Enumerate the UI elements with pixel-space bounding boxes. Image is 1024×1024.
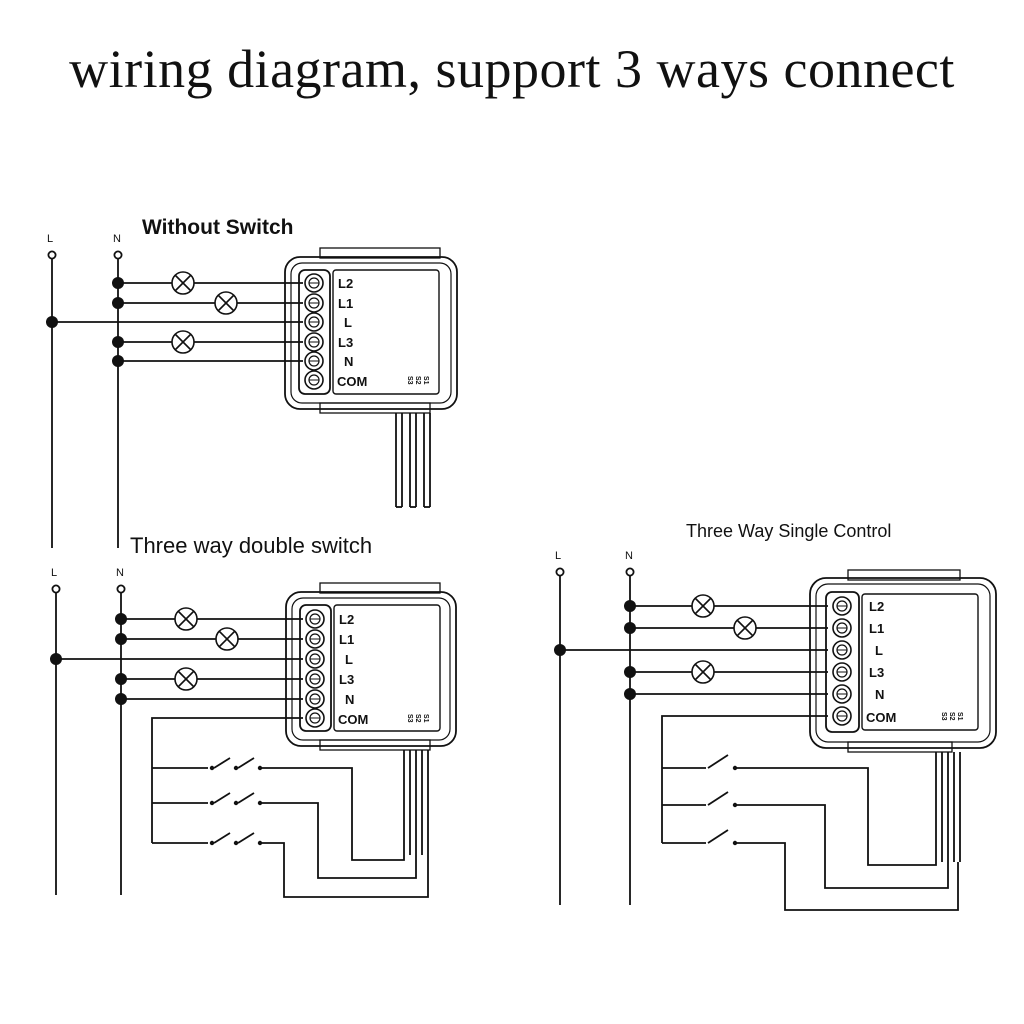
neutral-label: N <box>625 550 633 562</box>
switch-input-label: S1 <box>956 712 963 721</box>
lamp-icon <box>691 594 715 618</box>
terminal-label: L1 <box>339 632 354 647</box>
line-label: L <box>555 550 561 562</box>
switch-input-label: S2 <box>948 712 955 721</box>
terminal-label: L3 <box>339 672 354 687</box>
neutral-label: N <box>113 233 121 245</box>
switch-input-label: S1 <box>422 714 429 723</box>
line-terminal-open <box>51 584 61 594</box>
terminal-label: N <box>344 354 353 369</box>
terminal-label: N <box>345 692 354 707</box>
terminal-label: L2 <box>869 599 884 614</box>
junction-dot <box>115 693 127 705</box>
switch-icon <box>707 754 729 769</box>
diagram-without-switch <box>46 247 458 548</box>
diagram-three-way-double-switch-labels: Three way double switch L N L2 L1 L L3 N… <box>51 533 429 727</box>
junction-dot <box>112 336 124 348</box>
terminal-label: COM <box>866 710 896 725</box>
neutral-terminal-open <box>625 567 635 577</box>
lamp-icon <box>733 616 757 640</box>
lamp-icon <box>171 271 195 295</box>
terminal-label: L <box>875 643 883 658</box>
junction-dot <box>115 673 127 685</box>
lamp-icon <box>171 330 195 354</box>
terminal-label: L2 <box>339 612 354 627</box>
relay-module <box>809 569 997 862</box>
neutral-terminal-open <box>113 250 123 260</box>
switch-icon <box>707 829 729 844</box>
switch-input-label: S3 <box>406 376 413 385</box>
lamp-icon <box>174 607 198 631</box>
terminal-label: N <box>875 687 884 702</box>
terminal-label: COM <box>338 712 368 727</box>
diagram-caption: Three way double switch <box>130 533 372 558</box>
junction-dot <box>46 316 58 328</box>
junction-dot <box>115 633 127 645</box>
terminal-label: L3 <box>338 335 353 350</box>
junction-dot <box>624 666 636 678</box>
relay-module <box>285 582 457 855</box>
junction-dot <box>112 277 124 289</box>
junction-dot <box>624 622 636 634</box>
switch-icon <box>213 792 255 804</box>
switch-icon <box>707 791 729 806</box>
junction-dot <box>554 644 566 656</box>
terminal-label: L <box>344 315 352 330</box>
page-title: wiring diagram, support 3 ways connect <box>69 39 955 99</box>
diagram-three-way-single-control-labels: Three Way Single Control L N L2 L1 L L3 … <box>555 521 963 725</box>
switch-icon <box>213 757 255 769</box>
line-terminal-open <box>555 567 565 577</box>
switch-input-label: S1 <box>422 376 429 385</box>
lamp-icon <box>215 627 239 651</box>
relay-module <box>284 247 458 508</box>
neutral-terminal-open <box>116 584 126 594</box>
junction-dot <box>624 688 636 700</box>
switch-input-label: S3 <box>406 714 413 723</box>
diagram-caption: Without Switch <box>142 216 293 239</box>
line-terminal-open <box>47 250 57 260</box>
diagram-three-way-double-switch <box>50 582 457 898</box>
lamp-icon <box>691 660 715 684</box>
junction-dot <box>50 653 62 665</box>
terminal-label: L2 <box>338 276 353 291</box>
terminal-label: L1 <box>338 296 353 311</box>
terminal-label: L <box>345 652 353 667</box>
neutral-label: N <box>116 567 124 579</box>
switch-input-label: S2 <box>414 714 421 723</box>
terminal-label: COM <box>337 374 367 389</box>
switch-icon <box>213 832 255 844</box>
lamp-icon <box>174 667 198 691</box>
switch-input-label: S2 <box>414 376 421 385</box>
line-label: L <box>47 233 53 245</box>
junction-dot <box>624 600 636 612</box>
lamp-icon <box>214 291 238 315</box>
junction-dot <box>112 297 124 309</box>
junction-dot <box>112 355 124 367</box>
line-label: L <box>51 567 57 579</box>
diagram-three-way-single-control <box>554 567 997 911</box>
switch-input-label: S3 <box>940 712 947 721</box>
terminal-label: L1 <box>869 621 884 636</box>
junction-dot <box>115 613 127 625</box>
diagram-without-switch-labels: Without Switch L N L2 L1 L L3 N COM S3 S… <box>47 216 429 389</box>
terminal-label: L3 <box>869 665 884 680</box>
diagram-caption: Three Way Single Control <box>686 521 891 541</box>
